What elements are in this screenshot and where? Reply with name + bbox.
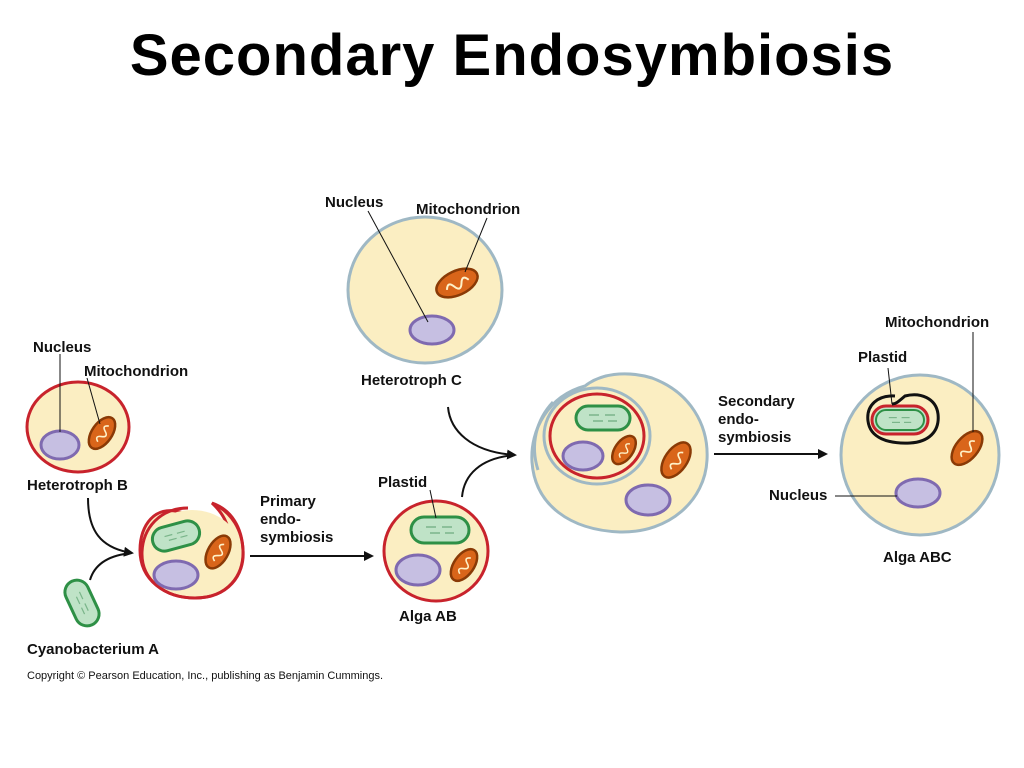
alga-abc-plastid bbox=[870, 404, 930, 436]
engulfed-alga-mitochondrion bbox=[610, 434, 638, 466]
arrow-alga-ab bbox=[461, 454, 516, 498]
leader-line bbox=[464, 217, 488, 273]
engulfed-alga-nucleus bbox=[561, 440, 605, 472]
arrow-cyanobacterium bbox=[89, 552, 133, 581]
alga-abc-nucleus-label: Nucleus bbox=[769, 487, 827, 504]
leader-line bbox=[367, 210, 429, 323]
alga-ab-mitochondrion bbox=[449, 547, 479, 583]
primary-label-3: symbiosis bbox=[260, 529, 333, 546]
alga-abc-plastid-label: Plastid bbox=[858, 349, 907, 366]
alga-abc-mitochondrion bbox=[950, 429, 984, 467]
alga-ab-caption: Alga AB bbox=[399, 608, 457, 625]
engulfed-cyanobacterium bbox=[150, 519, 202, 553]
alga-abc-mitochondrion-label: Mitochondrion bbox=[885, 314, 989, 331]
secondary-label-3: symbiosis bbox=[718, 429, 791, 446]
leader-line bbox=[86, 377, 101, 425]
heterotroph-b-nucleus bbox=[39, 429, 81, 461]
heterotroph-c-nucleus bbox=[408, 314, 456, 346]
primary-label-2: endo- bbox=[260, 511, 301, 528]
alga-ab-plastid-label: Plastid bbox=[378, 474, 427, 491]
cyanobacterium-a bbox=[63, 578, 101, 628]
heterotroph-c-mitochondrion-label: Mitochondrion bbox=[416, 201, 520, 218]
alga-ab-plastid bbox=[409, 515, 471, 545]
host-mitochondrion bbox=[660, 441, 692, 479]
alga-abc-cell bbox=[835, 332, 1001, 537]
heterotroph-b-mitochondrion-label: Mitochondrion bbox=[84, 363, 188, 380]
leader-line bbox=[887, 367, 893, 405]
secondary-plastid bbox=[574, 404, 632, 432]
heterotroph-c-cell bbox=[346, 210, 504, 365]
heterotroph-b-nucleus-label: Nucleus bbox=[33, 339, 91, 356]
alga-ab-nucleus bbox=[394, 553, 442, 587]
alga-abc-caption: Alga ABC bbox=[883, 549, 952, 566]
heterotroph-c-nucleus-label: Nucleus bbox=[325, 194, 383, 211]
cyanobacterium-caption: Cyanobacterium A bbox=[27, 641, 159, 658]
alga-ab-cell bbox=[382, 489, 490, 603]
engulfing-cell-secondary bbox=[530, 372, 709, 534]
leader-line bbox=[429, 489, 437, 519]
host-nucleus bbox=[624, 483, 672, 517]
engulfing-mitochondrion bbox=[204, 534, 232, 570]
secondary-label-2: endo- bbox=[718, 411, 759, 428]
heterotroph-c-mitochondrion bbox=[435, 267, 479, 299]
secondary-label-1: Secondary bbox=[718, 393, 795, 410]
heterotroph-b-caption: Heterotroph B bbox=[27, 477, 128, 494]
alga-abc-nucleus bbox=[894, 477, 942, 509]
engulfing-nucleus bbox=[152, 559, 200, 591]
arrow-heterotroph-c bbox=[447, 406, 517, 460]
heterotroph-c-membrane bbox=[346, 215, 504, 365]
copyright-notice: Copyright © Pearson Education, Inc., pub… bbox=[27, 670, 383, 682]
heterotroph-b-mitochondrion bbox=[87, 415, 117, 451]
hand-drawn-circle bbox=[866, 393, 940, 445]
heterotroph-c-caption: Heterotroph C bbox=[361, 372, 462, 389]
primary-label-1: Primary bbox=[260, 493, 317, 510]
slide-title: Secondary Endosymbiosis bbox=[129, 23, 895, 88]
arrow-heterotroph-b bbox=[87, 497, 134, 557]
heterotroph-b-cell bbox=[25, 354, 131, 474]
engulfing-cell-primary bbox=[138, 501, 245, 600]
